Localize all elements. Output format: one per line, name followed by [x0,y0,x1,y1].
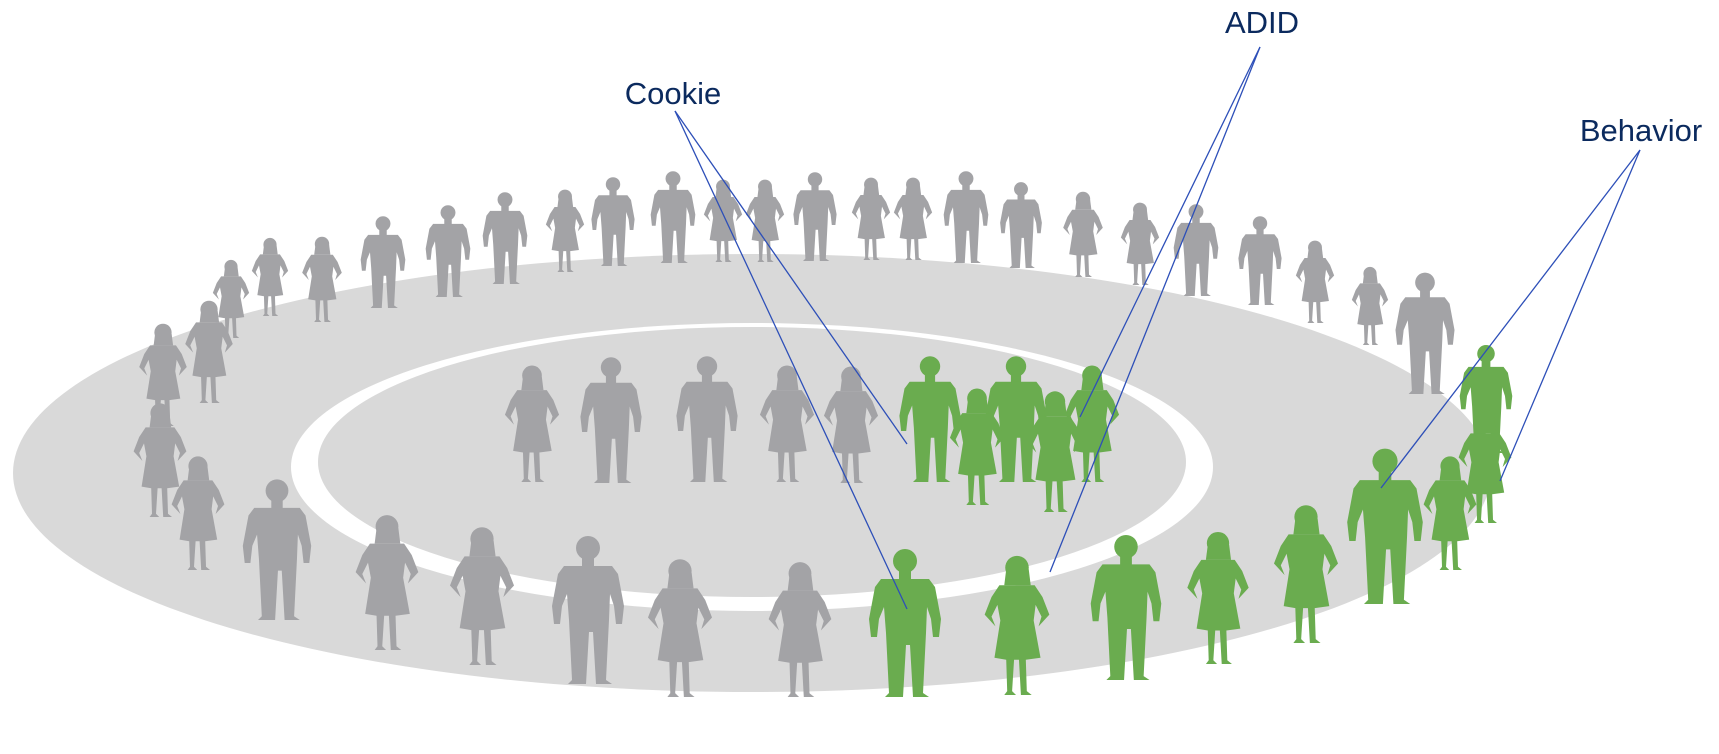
person-icon [546,190,584,272]
behavior-label: Behavior [1580,113,1702,148]
person-icon [1000,182,1042,268]
adid-label: ADID [1225,5,1299,40]
person-icon [591,177,634,266]
person-icon [704,180,742,262]
person-icon [651,171,696,263]
person-icon [1063,192,1103,277]
cookie-label: Cookie [625,76,722,111]
person-icon [1174,204,1219,296]
person-icon [944,171,989,263]
person-icon [1238,216,1281,305]
person-icon [1296,241,1334,323]
person-icon [1121,203,1159,285]
person-icon [793,172,836,261]
person-icon [1352,267,1388,345]
person-icon [852,178,890,260]
behavior-leader-line-2 [1500,150,1640,481]
person-icon [894,178,932,260]
